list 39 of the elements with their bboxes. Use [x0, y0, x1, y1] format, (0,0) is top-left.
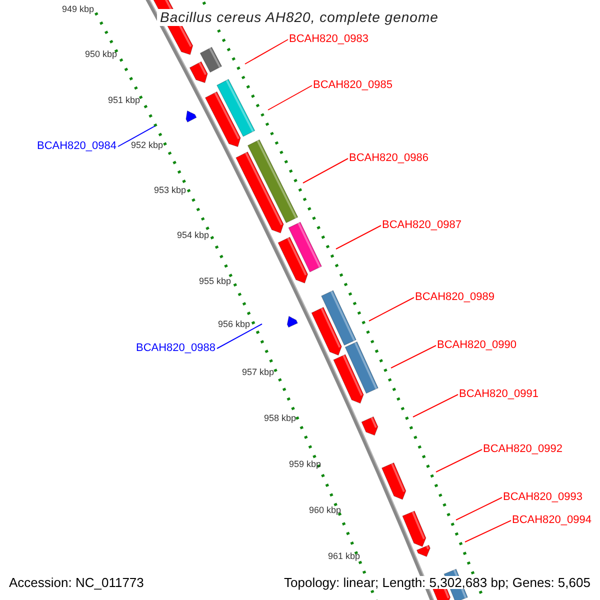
- scale-label: 956 kbp: [218, 320, 250, 329]
- gene-label: BCAH820_0991: [459, 389, 539, 400]
- scale-label: 958 kbp: [264, 414, 296, 423]
- genome-stats-text: Topology: linear; Length: 5,302,683 bp; Genes: 5,605: [284, 576, 590, 589]
- leader-line: [412, 394, 458, 418]
- leader-line: [390, 345, 436, 368]
- leader-line: [368, 297, 414, 322]
- scale-label: 959 kbp: [289, 460, 322, 469]
- gene-label: BCAH820_0988: [136, 343, 216, 354]
- scale-label: 949 kbp: [62, 5, 94, 14]
- leader-line: [216, 324, 262, 349]
- scale-label: 960 kbp: [309, 506, 342, 515]
- gene-label: BCAH820_0992: [483, 444, 563, 455]
- leader-line: [118, 126, 156, 147]
- leader-line: [436, 449, 482, 472]
- gene-label: BCAH820_0993: [503, 492, 583, 503]
- gene-label: BCAH820_0990: [437, 340, 517, 351]
- accession-text: Accession: NC_011773: [9, 576, 144, 589]
- scale-label: 952 kbp: [131, 141, 164, 150]
- scale-label: 950 kbp: [85, 50, 118, 59]
- gene-label: BCAH820_0985: [313, 80, 393, 91]
- gene-label: BCAH820_0987: [382, 220, 462, 231]
- scale-label: 954 kbp: [177, 231, 210, 240]
- gene-label: BCAH820_0989: [415, 292, 495, 303]
- scale-label: 955 kbp: [199, 277, 232, 286]
- leader-line: [302, 158, 348, 184]
- leader-line: [244, 39, 288, 64]
- scale-label: 961 kbp: [328, 552, 360, 561]
- leader-line: [268, 85, 312, 110]
- leader-line: [336, 225, 382, 250]
- scale-label: 953 kbp: [154, 186, 186, 195]
- scale-label: 951 kbp: [108, 96, 140, 105]
- scale-label: 957 kbp: [242, 368, 274, 377]
- gene-label: BCAH820_0994: [512, 515, 592, 526]
- gene-label: BCAH820_0984: [37, 141, 117, 152]
- gene-label: BCAH820_0983: [289, 34, 369, 45]
- gene-label: BCAH820_0986: [349, 153, 429, 164]
- leader-line: [456, 497, 502, 520]
- leader-line: [464, 520, 512, 542]
